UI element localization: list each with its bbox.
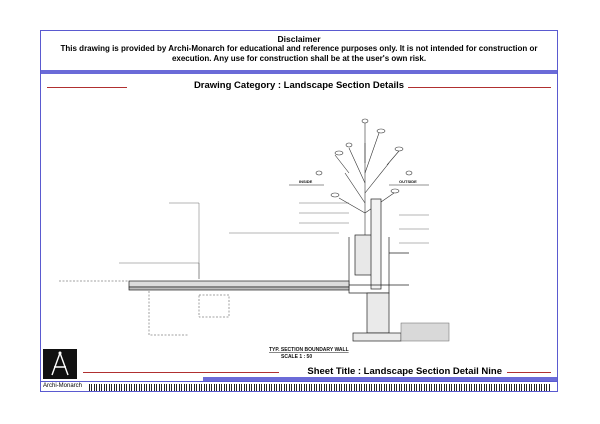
soil-fill	[400, 322, 450, 342]
disclaimer-block: Disclaimer This drawing is provided by A…	[41, 31, 557, 69]
drawing-sheet: Disclaimer This drawing is provided by A…	[40, 30, 558, 392]
monarch-logo-icon	[43, 349, 77, 379]
disclaimer-title: Disclaimer	[277, 34, 321, 44]
sheet-title-row: Sheet Title : Landscape Section Detail N…	[41, 365, 557, 379]
tree-icon	[315, 118, 413, 243]
caption-title: TYP. SECTION BOUNDARY WALL	[269, 347, 349, 353]
category-rule-right	[401, 87, 551, 88]
category-rule-left	[47, 87, 127, 88]
sheet-title: Sheet Title : Landscape Section Detail N…	[304, 366, 505, 377]
disclaimer-text: This drawing is provided by Archi-Monarc…	[60, 44, 538, 63]
accent-bar-bottom	[203, 377, 557, 381]
section-drawing: INSIDE OUTSIDE TYP. SECTION BOUNDARY WAL…	[49, 103, 551, 365]
caption-scale: SCALE 1 : 50	[281, 354, 312, 360]
outside-label: OUTSIDE	[399, 179, 417, 184]
sheet-rule-right	[507, 372, 551, 373]
sheet-rule-left	[83, 372, 279, 373]
brand-name: Archi-Monarch	[43, 383, 83, 389]
barcode-strip	[89, 384, 551, 391]
category-row: Drawing Category : Landscape Section Det…	[41, 77, 557, 97]
accent-bar-top	[41, 70, 557, 74]
bottom-strip: Archi-Monarch	[41, 381, 557, 394]
section-drawing-svg: INSIDE OUTSIDE TYP. SECTION BOUNDARY WAL…	[59, 118, 450, 360]
inside-label: INSIDE	[299, 179, 313, 184]
drawing-category: Drawing Category : Landscape Section Det…	[189, 80, 409, 91]
